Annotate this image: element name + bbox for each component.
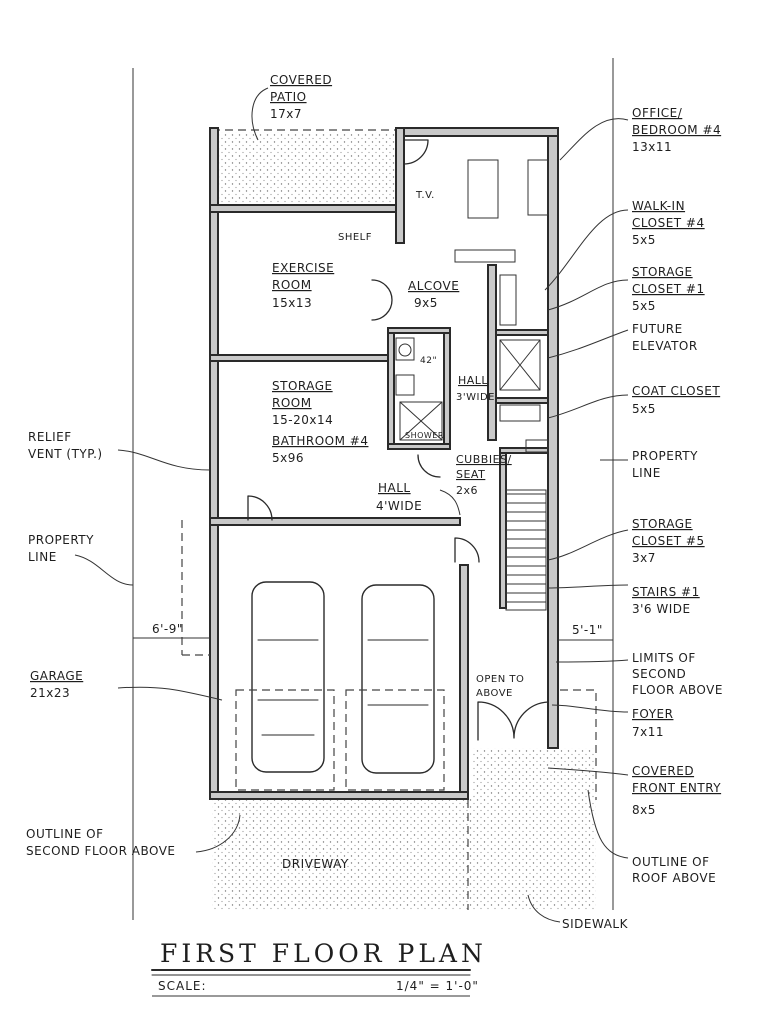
- label-walk-in-1: WALK-IN: [632, 199, 685, 213]
- label-property-line-right-1: PROPERTY: [632, 449, 698, 463]
- label-exercise-size: 15x13: [272, 296, 312, 310]
- second-floor-outline: [181, 520, 597, 910]
- label-exercise-2: ROOM: [272, 278, 312, 292]
- label-exercise-1: EXERCISE: [272, 261, 334, 275]
- label-sidewalk: SIDEWALK: [562, 917, 629, 931]
- label-storage-room-size: 15-20x14: [272, 413, 333, 427]
- label-hall-main: HALL: [378, 481, 411, 495]
- scale-value: 1/4" = 1'-0": [396, 979, 479, 993]
- label-covered-patio-size: 17x7: [270, 107, 302, 121]
- label-storage-5-1: STORAGE: [632, 517, 693, 531]
- elevator-shaft: [499, 339, 541, 391]
- leader-lines: [74, 87, 629, 923]
- label-walk-in-2: CLOSET #4: [632, 216, 705, 230]
- label-walk-in-size: 5x5: [632, 233, 656, 247]
- label-limits-2: SECOND: [632, 667, 686, 681]
- label-future-elevator-2: ELEVATOR: [632, 339, 698, 353]
- label-storage-room-2: ROOM: [272, 396, 312, 410]
- stairs: [505, 489, 547, 611]
- label-office-2: BEDROOM #4: [632, 123, 721, 137]
- label-dim-42: 42": [420, 356, 437, 366]
- interior-walls: [387, 264, 549, 609]
- label-covered-entry-size: 8x5: [632, 803, 656, 817]
- label-shelf: SHELF: [338, 232, 372, 243]
- label-alcove: ALCOVE: [408, 279, 459, 293]
- label-covered-entry-2: FRONT ENTRY: [632, 781, 721, 795]
- exterior-walls: [209, 127, 559, 800]
- label-covered-patio-1: COVERED: [270, 73, 332, 87]
- label-future-elevator-1: FUTURE: [632, 322, 683, 336]
- label-hall-main-size: 4'WIDE: [376, 499, 422, 513]
- label-tv: T.V.: [415, 190, 435, 201]
- label-limits-3: FLOOR ABOVE: [632, 683, 723, 697]
- label-alcove-size: 9x5: [414, 296, 438, 310]
- label-storage-1-size: 5x5: [632, 299, 656, 313]
- car-left: [251, 581, 325, 773]
- label-storage-room-1: STORAGE: [272, 379, 333, 393]
- door-swings: [247, 139, 549, 741]
- label-outline-roof-2: ROOF ABOVE: [632, 871, 716, 885]
- label-stairs: STAIRS #1: [632, 585, 700, 599]
- label-relief-vent-1: RELIEF: [28, 430, 72, 444]
- closet-rod-shading: [499, 274, 549, 453]
- label-outline-roof-1: OUTLINE OF: [632, 855, 710, 869]
- label-storage-5-2: CLOSET #5: [632, 534, 705, 548]
- plan-title: FIRST FLOOR PLAN: [160, 939, 487, 968]
- label-office-size: 13x11: [632, 140, 672, 154]
- room-labels: COVERED PATIO 17x7 OFFICE/ BEDROOM #4 13…: [26, 73, 723, 931]
- label-storage-1-2: CLOSET #1: [632, 282, 705, 296]
- label-storage-5-size: 3x7: [632, 551, 656, 565]
- title-block: FIRST FLOOR PLAN SCALE: 1/4" = 1'-0": [151, 939, 487, 997]
- label-coat-closet-size: 5x5: [632, 402, 656, 416]
- property-lines: [132, 58, 614, 920]
- car-right: [361, 584, 435, 774]
- label-bathroom-size: 5x96: [272, 451, 304, 465]
- label-driveway: DRIVEWAY: [282, 857, 349, 871]
- label-relief-vent-2: VENT (TYP.): [28, 447, 103, 461]
- label-office-1: OFFICE/: [632, 106, 683, 120]
- label-cubbies-2: SEAT: [456, 468, 485, 481]
- label-foyer: FOYER: [632, 707, 673, 721]
- label-stairs-size: 3'6 WIDE: [632, 602, 691, 616]
- label-property-line-right-2: LINE: [632, 466, 661, 480]
- label-hall-small-size: 3'WIDE: [456, 392, 495, 403]
- label-foyer-size: 7x11: [632, 725, 664, 739]
- scale-label: SCALE:: [158, 979, 207, 993]
- site-stipple: [212, 132, 596, 910]
- garage-cars: [235, 581, 445, 791]
- label-garage-size: 21x23: [30, 686, 70, 700]
- label-covered-entry-1: COVERED: [632, 764, 694, 778]
- bathroom-fixtures: [395, 337, 443, 441]
- label-cubbies-size: 2x6: [456, 484, 478, 497]
- office-furniture: [454, 159, 549, 263]
- label-open-to-above-2: ABOVE: [476, 688, 513, 699]
- label-property-line-left-1: PROPERTY: [28, 533, 94, 547]
- label-hall-small: HALL: [458, 374, 488, 387]
- label-storage-1-1: STORAGE: [632, 265, 693, 279]
- label-shower: SHOWER: [405, 431, 444, 440]
- label-outline-second-2: SECOND FLOOR ABOVE: [26, 844, 176, 858]
- label-property-line-left-2: LINE: [28, 550, 57, 564]
- label-bathroom: BATHROOM #4: [272, 434, 368, 448]
- label-open-to-above-1: OPEN TO: [476, 674, 524, 685]
- label-coat-closet: COAT CLOSET: [632, 384, 720, 398]
- label-outline-second-1: OUTLINE OF: [26, 827, 104, 841]
- label-limits-1: LIMITS OF: [632, 651, 696, 665]
- label-covered-patio-2: PATIO: [270, 90, 307, 104]
- dimension-lines: [133, 637, 613, 641]
- label-garage: GARAGE: [30, 669, 83, 683]
- label-dim-left: 6'-9": [152, 622, 183, 636]
- label-dim-right: 5'-1": [572, 623, 603, 637]
- label-cubbies-1: CUBBIES/: [456, 453, 512, 466]
